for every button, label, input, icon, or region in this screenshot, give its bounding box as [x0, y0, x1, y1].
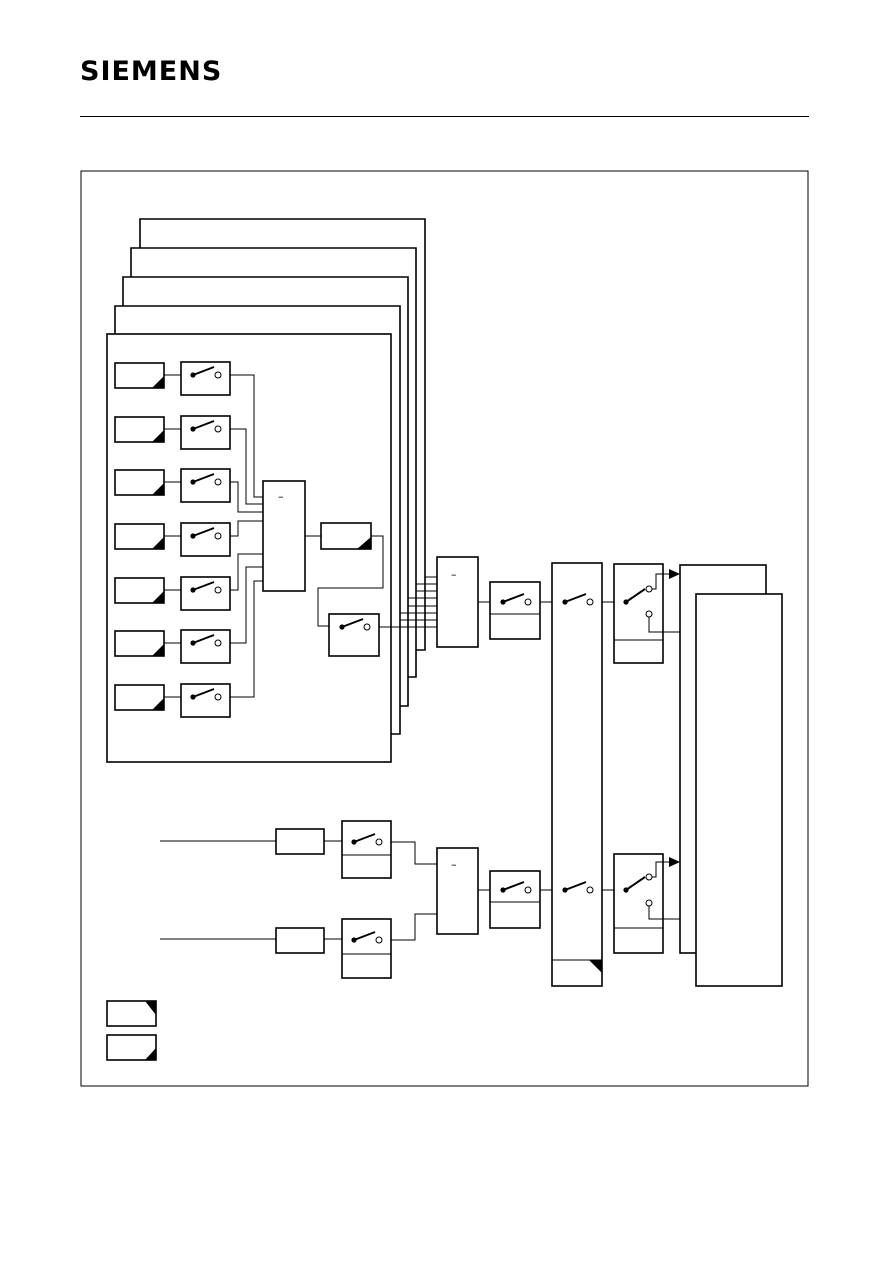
input-row	[114, 520, 263, 557]
output-block-front	[695, 593, 783, 987]
lower-summing-block	[436, 847, 479, 935]
input-source-block	[114, 469, 165, 496]
input-row	[114, 361, 263, 498]
input-switch-block	[180, 361, 231, 396]
upper-summing-label: –	[451, 568, 457, 581]
input-switch-block	[180, 522, 231, 557]
input-switch-block	[180, 415, 231, 450]
lower-changeover-switch	[613, 853, 664, 954]
lower-summing-label: –	[451, 858, 457, 871]
lower-switch-block	[489, 870, 541, 929]
input-source-block	[114, 630, 165, 657]
upper-switch-contact	[500, 593, 532, 606]
figure-frame	[80, 170, 809, 1087]
legend	[106, 1000, 157, 1061]
input-source-block	[114, 577, 165, 604]
input-switch-block	[180, 576, 231, 611]
inner-selector-switch-contact	[339, 618, 371, 631]
siemens-logo: SIEMENS	[80, 56, 223, 87]
input-row	[114, 468, 263, 513]
lower-input-path-a	[160, 820, 437, 879]
input-row	[114, 553, 263, 611]
panel-bus-lines	[400, 576, 437, 621]
lower-switch-contact	[500, 881, 532, 894]
input-switch-block	[180, 468, 231, 503]
upper-changeover-switch	[613, 563, 664, 664]
input-row	[114, 580, 263, 718]
input-switch-block	[180, 629, 231, 664]
inner-summing-block	[262, 480, 306, 592]
master-upper-contact	[562, 593, 594, 606]
header-rule	[80, 116, 809, 117]
input-row	[114, 566, 263, 664]
input-switch-block	[180, 683, 231, 718]
input-row	[114, 415, 263, 505]
upper-summing-block	[436, 556, 479, 648]
inner-summing-label: –	[278, 490, 284, 503]
lower-input-path-b	[160, 913, 437, 979]
input-source-block	[114, 523, 165, 550]
master-lower-contact	[562, 881, 594, 894]
inner-selector-switch	[328, 613, 380, 657]
master-switch-column	[551, 562, 603, 987]
upper-switch-block	[489, 581, 541, 640]
